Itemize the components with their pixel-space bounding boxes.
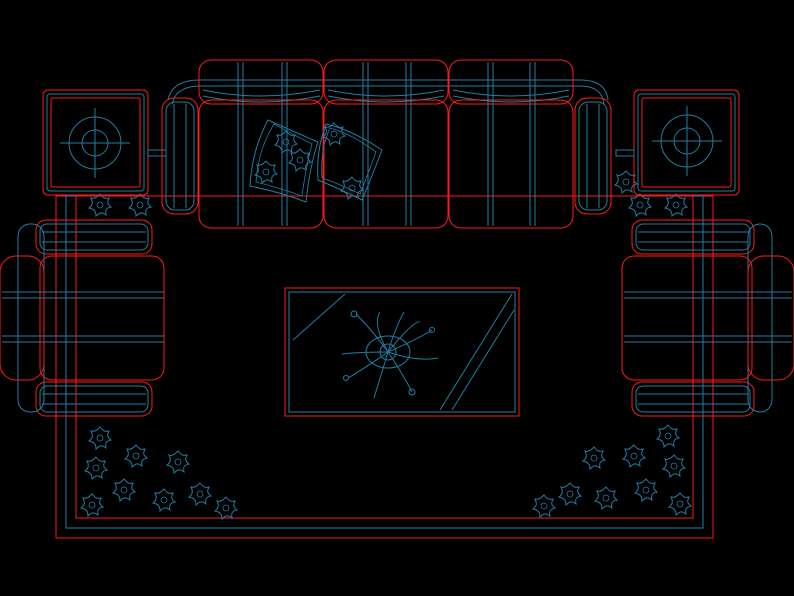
lamp-left: [60, 108, 130, 178]
flower-cluster-right-table: [614, 170, 688, 217]
end-table-left: [42, 89, 167, 196]
sofa-seat-cushions: [198, 99, 574, 229]
armchair-left: [0, 219, 165, 417]
sofa-stripes: [237, 62, 536, 226]
sofa-pillow-left: [249, 119, 319, 203]
coffee-table: [284, 287, 520, 417]
lamp-right: [652, 106, 722, 176]
flower-cluster-left-table: [88, 193, 152, 217]
sofa-arm-left: [161, 97, 199, 215]
flower-cluster-bottom-left: [80, 426, 238, 520]
centerpiece-plant: [341, 310, 439, 399]
flower-cluster-bottom-right: [532, 424, 692, 518]
armchair-right: [621, 219, 794, 417]
rug: [55, 195, 714, 539]
sofa: [161, 59, 612, 229]
sofa-back-cushions: [198, 59, 574, 105]
sofa-pillow-right: [317, 122, 383, 201]
end-table-right: [615, 89, 740, 196]
sofa-arm-right: [574, 97, 612, 215]
